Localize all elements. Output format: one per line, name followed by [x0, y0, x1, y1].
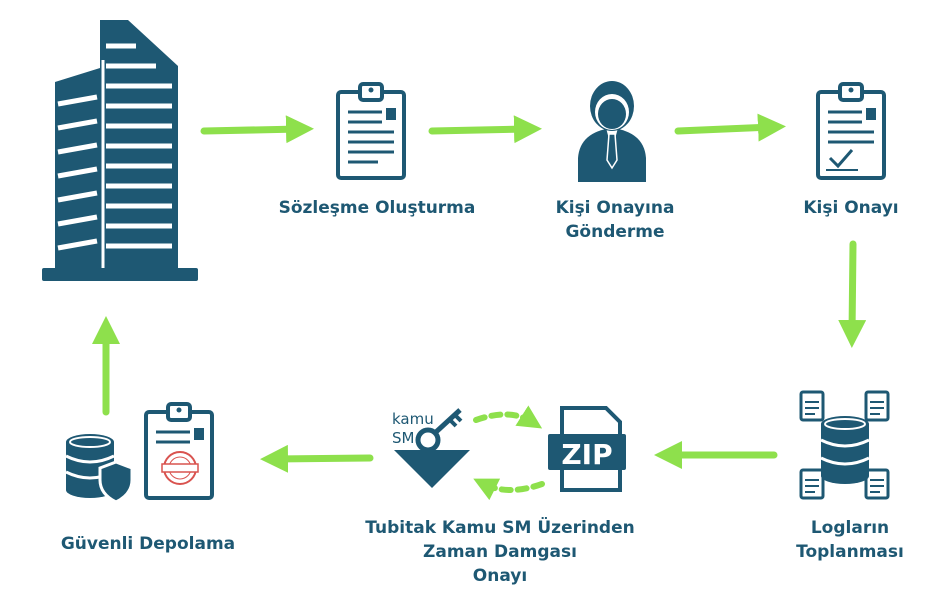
person-icon [578, 81, 646, 182]
arrow-send-to-approve [674, 113, 786, 142]
arrow-stamp-to-storage [260, 444, 374, 473]
database-documents-icon [799, 390, 890, 500]
arrow-create-to-send [428, 115, 542, 144]
step-label-storage: Güvenli Depolama [60, 534, 236, 554]
kamusm-logo-line1: kamu [392, 410, 434, 428]
flow-arrows [92, 113, 867, 501]
approved-clipboard-icon [816, 82, 886, 180]
zip-label: ZIP [561, 438, 612, 471]
step-label-logs: Logların Toplanması [796, 518, 904, 562]
zip-archive-icon: ZIP [548, 406, 626, 492]
contract-clipboard-icon [336, 82, 406, 180]
arrow-kamusm-to-zip [473, 405, 543, 429]
step-label-approve: Kişi Onayı [803, 198, 899, 218]
step-label-create: Sözleşme Oluşturma [278, 198, 476, 218]
secure-database-icon [65, 434, 134, 504]
kamusm-logo-line2: SM [392, 429, 414, 447]
step-label-send: Kişi Onayına Gönderme [555, 198, 675, 242]
arrow-zip-to-kamusm [473, 478, 545, 501]
stamped-contract-icon [144, 402, 214, 500]
arrow-approve-to-logs [838, 240, 867, 348]
building-icon [42, 20, 198, 281]
step-label-stamp: Tubitak Kamu SM Üzerinden Zaman Damgası … [365, 518, 635, 586]
kamusm-logo-icon: kamu SM [392, 408, 470, 488]
arrow-building-to-create [200, 115, 314, 144]
